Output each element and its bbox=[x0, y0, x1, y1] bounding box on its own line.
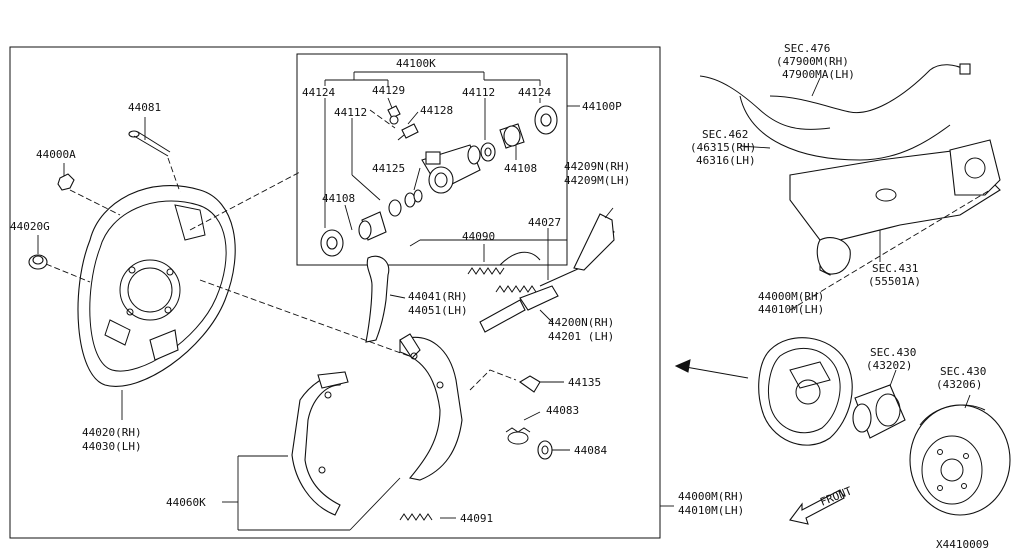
label-44108-right: 44108 bbox=[504, 162, 537, 175]
label-55501A: (55501A) bbox=[868, 275, 921, 288]
label-44020: 44020(RH) bbox=[82, 426, 142, 439]
label-44124-left: 44124 bbox=[302, 86, 335, 99]
label-44209M: 44209M(LH) bbox=[564, 174, 630, 187]
lever-icon bbox=[365, 255, 406, 343]
label-44200N: 44200N(RH) bbox=[548, 316, 614, 329]
label-44125: 44125 bbox=[372, 162, 405, 175]
label-44051: 44051(LH) bbox=[408, 304, 468, 317]
grommet-icon bbox=[28, 235, 91, 283]
bleeder-screw-icon bbox=[387, 105, 419, 141]
shoe-dash bbox=[199, 279, 421, 361]
wheel-cylinder-icon bbox=[421, 144, 481, 194]
label-44124-right: 44124 bbox=[518, 86, 551, 99]
spring-cylinder-icon bbox=[320, 189, 423, 257]
label-sec431: SEC.431 bbox=[872, 262, 918, 275]
spring-44027-icon bbox=[495, 228, 581, 293]
front-arrow-icon bbox=[789, 489, 845, 525]
label-44091: 44091 bbox=[460, 512, 493, 525]
label-43206: (43206) bbox=[936, 378, 982, 391]
label-44084: 44084 bbox=[574, 444, 607, 457]
label-44112-left: 44112 bbox=[334, 106, 367, 119]
retainer-44084-icon bbox=[537, 440, 570, 460]
brake-shoe-rear-icon bbox=[399, 333, 463, 481]
wheel-cylinder-leaders bbox=[324, 71, 580, 247]
label-44100P: 44100P bbox=[582, 100, 622, 113]
wheel-cylinder-frame bbox=[296, 53, 568, 266]
axle-dash bbox=[789, 189, 991, 311]
shoe-bracket-leader bbox=[222, 455, 401, 531]
spring-44090-icon bbox=[467, 244, 541, 275]
label-44000M-top: 44000M(RH) bbox=[758, 290, 824, 303]
backing-plate-icon bbox=[77, 185, 236, 387]
brake-drum-icon bbox=[909, 394, 1011, 516]
label-44020G: 44020G bbox=[10, 220, 50, 233]
label-44060K: 44060K bbox=[166, 496, 206, 509]
figure-id: X4410009 bbox=[936, 538, 989, 551]
label-44128: 44128 bbox=[420, 104, 453, 117]
assembly-arrow-icon bbox=[674, 359, 749, 379]
spring-44091-icon bbox=[399, 513, 456, 521]
nut-icon bbox=[57, 163, 121, 216]
label-sec430-hub: SEC.430 bbox=[870, 346, 916, 359]
label-44030: 44030(LH) bbox=[82, 440, 142, 453]
label-44201: 44201 (LH) bbox=[548, 330, 614, 343]
label-47900M: (47900M(RH) bbox=[776, 55, 849, 68]
label-44112-right: 44112 bbox=[462, 86, 495, 99]
label-44129: 44129 bbox=[372, 84, 405, 97]
label-44081: 44081 bbox=[128, 101, 161, 114]
boot-icon bbox=[534, 105, 558, 135]
hub-bearing-icon bbox=[852, 369, 906, 439]
brake-shoe-front-icon bbox=[291, 371, 349, 516]
label-44010M-top: 44010M(LH) bbox=[758, 303, 824, 316]
label-44135: 44135 bbox=[568, 376, 601, 389]
brake-cable-icon bbox=[699, 63, 971, 161]
cylinder-dash bbox=[189, 171, 301, 231]
label-44108-left: 44108 bbox=[322, 192, 355, 205]
label-47900MA: 47900MA(LH) bbox=[782, 68, 855, 81]
label-44000A: 44000A bbox=[36, 148, 76, 161]
brake-assembly-icon bbox=[758, 337, 853, 446]
label-46316: 46316(LH) bbox=[696, 154, 756, 167]
spring-44083-icon bbox=[505, 411, 541, 445]
label-sec462: SEC.462 bbox=[702, 128, 748, 141]
label-43202: (43202) bbox=[866, 359, 912, 372]
strut-icon bbox=[573, 207, 615, 271]
label-46315: (46315(RH) bbox=[690, 141, 756, 154]
main-frame bbox=[9, 46, 661, 539]
rear-axle-icon bbox=[789, 139, 1001, 276]
label-44041: 44041(RH) bbox=[408, 290, 468, 303]
label-sec476: SEC.476 bbox=[784, 42, 830, 55]
adjuster-icon bbox=[479, 285, 559, 333]
bolt-icon bbox=[128, 117, 181, 193]
label-44209N: 44209N(RH) bbox=[564, 160, 630, 173]
label-44000M-bottom: 44000M(RH) bbox=[678, 490, 744, 503]
pin-44135-icon bbox=[469, 369, 564, 393]
label-44083: 44083 bbox=[546, 404, 579, 417]
label-44027: 44027 bbox=[528, 216, 561, 229]
label-44090: 44090 bbox=[462, 230, 495, 243]
piston-cup-icon bbox=[480, 123, 525, 162]
label-44100K: 44100K bbox=[396, 57, 436, 70]
label-44010M-bottom: 44010M(LH) bbox=[678, 504, 744, 517]
label-sec430-drum: SEC.430 bbox=[940, 365, 986, 378]
label-front: FRONT bbox=[818, 484, 854, 509]
